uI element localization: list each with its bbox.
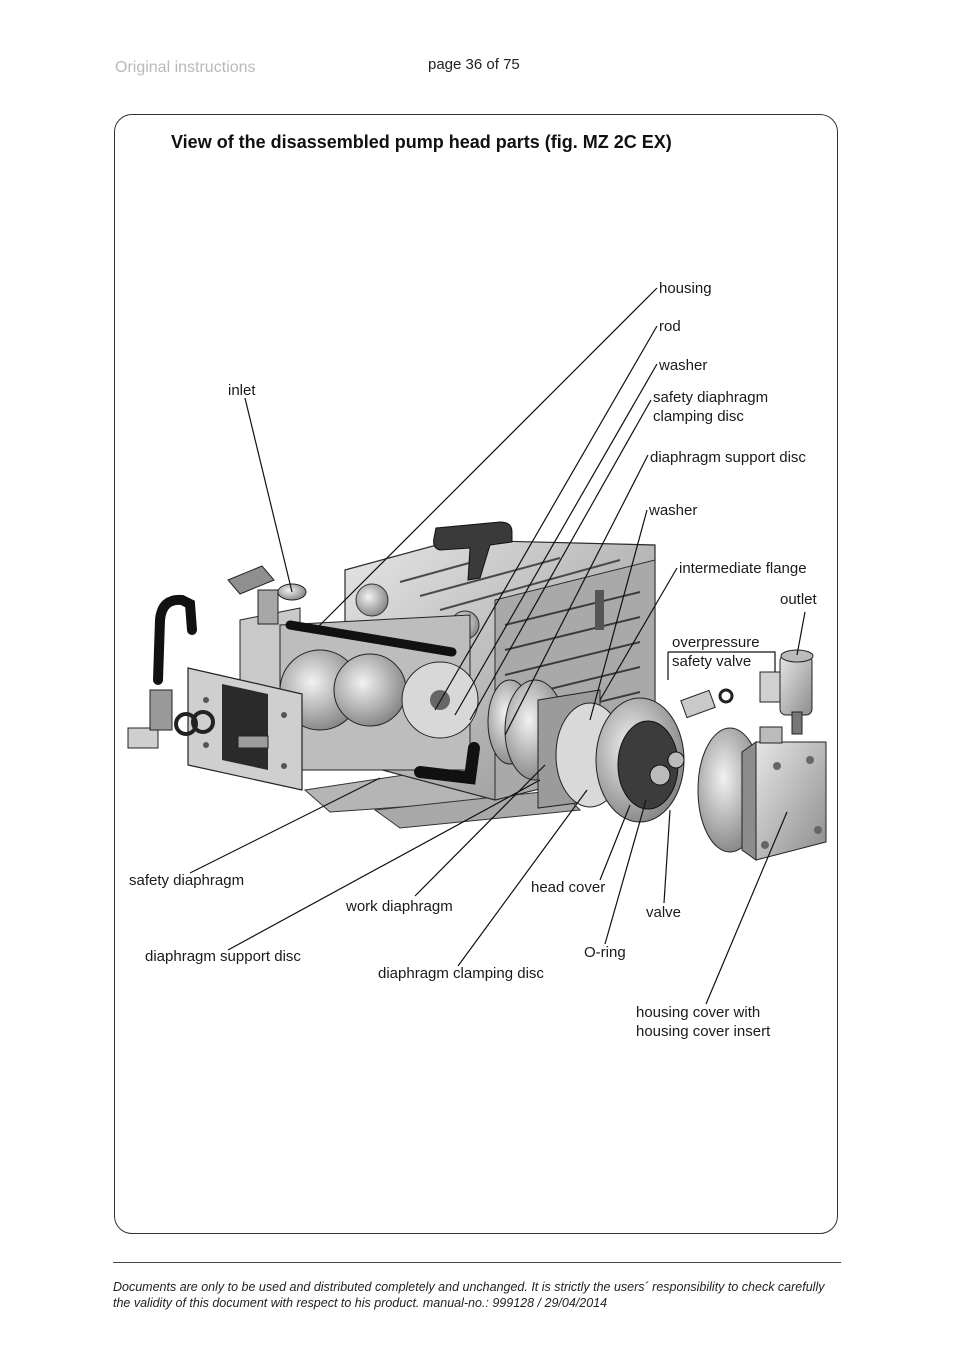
figure-frame bbox=[114, 114, 838, 1234]
label-outlet: outlet bbox=[780, 591, 817, 608]
label-rod: rod bbox=[659, 318, 681, 335]
label-washer-top: washer bbox=[659, 357, 708, 374]
label-work-diaphragm: work diaphragm bbox=[346, 898, 453, 915]
page-number: page 36 of 75 bbox=[428, 56, 520, 73]
label-inlet: inlet bbox=[228, 382, 256, 399]
label-diaphragm-support-disc-bottom: diaphragm support disc bbox=[145, 948, 301, 965]
label-diaphragm-clamping-disc: diaphragm clamping disc bbox=[378, 965, 544, 982]
figure-title: View of the disassembled pump head parts… bbox=[171, 132, 672, 152]
label-housing-cover-line2: housing cover insert bbox=[636, 1023, 771, 1040]
hoses bbox=[153, 594, 480, 785]
label-housing: housing bbox=[659, 280, 712, 297]
label-valve: valve bbox=[646, 904, 682, 921]
label-overpressure-line1: overpressure bbox=[672, 634, 760, 651]
label-safety-diaphragm-clamping-line2: clamping disc bbox=[653, 408, 744, 425]
footer-line-1: Documents are only to be used and distri… bbox=[113, 1280, 825, 1294]
leader-lines bbox=[189, 287, 806, 1005]
carry-handle bbox=[433, 521, 513, 581]
footer-disclaimer: Documents are only to be used and distri… bbox=[113, 1279, 848, 1311]
label-head-cover: head cover bbox=[531, 879, 606, 896]
label-o-ring: O-ring bbox=[584, 944, 626, 961]
front-plate bbox=[187, 667, 303, 791]
housing-cover bbox=[697, 726, 827, 861]
label-intermediate-flange: intermediate flange bbox=[679, 560, 807, 577]
label-washer-mid: washer bbox=[649, 502, 698, 519]
header-original-instructions: Original instructions bbox=[115, 59, 256, 76]
label-overpressure-line2: safety valve bbox=[672, 653, 752, 670]
label-safety-diaphragm: safety diaphragm bbox=[129, 872, 245, 889]
right-fittings bbox=[680, 649, 814, 735]
label-housing-cover-line1: housing cover with bbox=[636, 1004, 761, 1021]
footer-line-2: the validity of this document with respe… bbox=[113, 1296, 608, 1310]
diaphragm-stack bbox=[487, 590, 685, 823]
label-safety-diaphragm-clamping-line1: safety diaphragm bbox=[653, 389, 769, 406]
label-diaphragm-support-disc-top: diaphragm support disc bbox=[650, 449, 806, 466]
footer-divider bbox=[113, 1262, 841, 1263]
